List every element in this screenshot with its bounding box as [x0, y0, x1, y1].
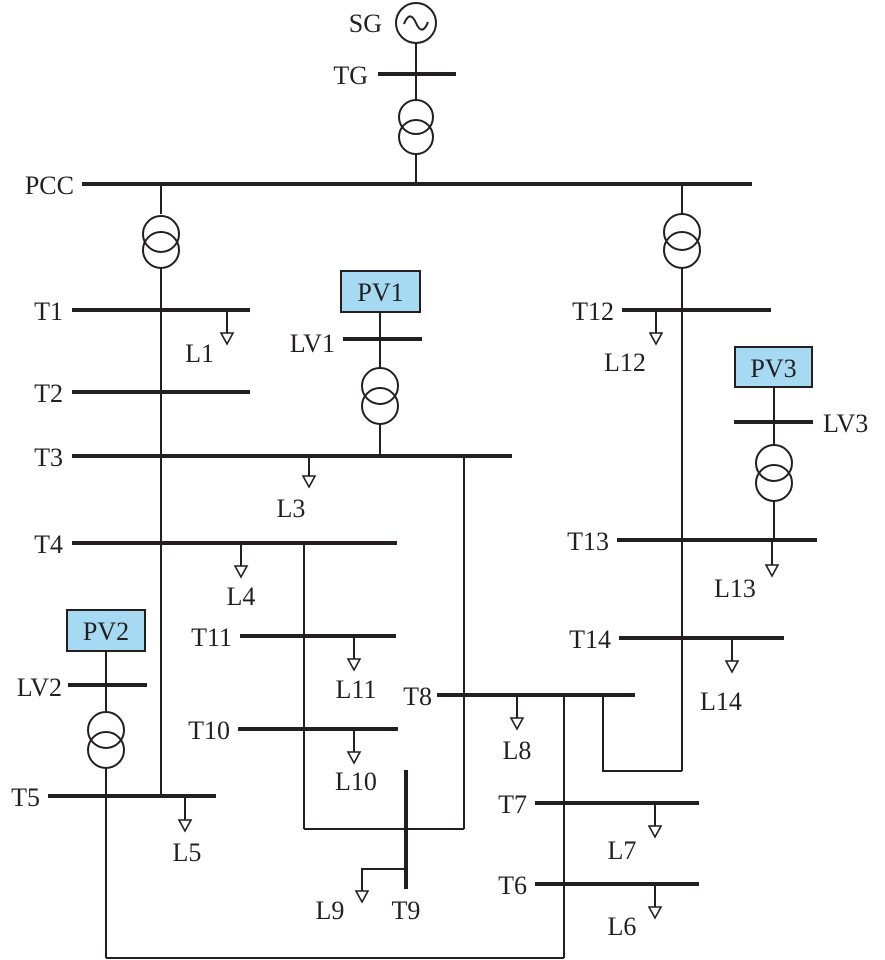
transformer-pcc-t1	[142, 184, 180, 796]
bus-pcc-label: PCC	[25, 171, 74, 200]
load-l6-label: L6	[608, 912, 637, 941]
load-arrow-icon	[177, 819, 193, 833]
transformer-tg-pcc	[398, 74, 434, 184]
pv2-label: PV2	[83, 617, 129, 646]
load-l12-label: L12	[604, 348, 646, 377]
pv3-label: PV3	[750, 354, 796, 383]
bus-t8-label: T8	[403, 682, 432, 711]
load-l14-label: L14	[700, 687, 742, 716]
bus-t9-label: T9	[392, 896, 421, 925]
load-arrow-icon	[219, 332, 235, 346]
bus-t12-label: T12	[572, 297, 614, 326]
load-arrow-icon	[509, 717, 525, 731]
line-t8-t13	[602, 695, 682, 772]
load-arrow-icon	[724, 660, 740, 674]
load-l14	[724, 638, 740, 674]
load-arrow-icon	[354, 890, 370, 904]
load-arrow-icon	[301, 475, 317, 489]
load-l10	[346, 729, 362, 765]
synchronous-generator	[395, 2, 437, 74]
bus-t11-label: T11	[191, 623, 232, 652]
load-l7-label: L7	[608, 836, 637, 865]
bus-t2-label: T2	[34, 379, 63, 408]
load-arrow-icon	[346, 658, 362, 672]
load-arrow-icon	[647, 825, 663, 839]
bus-t3-label: T3	[34, 443, 63, 472]
load-l7	[647, 803, 663, 839]
load-l4	[233, 543, 249, 579]
bus-lv2-label: LV2	[17, 673, 62, 702]
load-l11	[346, 636, 362, 672]
bus-lv3-label: LV3	[823, 409, 868, 438]
load-l5	[177, 796, 193, 833]
load-l11-label: L11	[336, 675, 377, 704]
bus-t1-label: T1	[34, 297, 63, 326]
load-l9-label: L9	[316, 896, 345, 925]
bus-t14-label: T14	[569, 625, 611, 654]
transformer-lv2-t5	[87, 685, 125, 796]
load-l1-label: L1	[185, 339, 214, 368]
load-l13-label: L13	[714, 574, 756, 603]
load-l8	[509, 695, 525, 731]
bus-t13-label: T13	[567, 527, 609, 556]
load-arrow-icon	[346, 751, 362, 765]
pv2-unit	[66, 609, 146, 652]
load-arrow-icon	[648, 332, 664, 346]
bus-t5-label: T5	[11, 783, 40, 812]
bus-lv1-label: LV1	[290, 329, 335, 358]
transformer-pcc-t12	[663, 184, 701, 771]
bus-t4-label: T4	[34, 530, 63, 559]
bus-t10-label: T10	[188, 716, 230, 745]
sine-wave-icon	[403, 15, 429, 31]
pv1-label: PV1	[357, 278, 403, 307]
transformer-lv1-t3	[361, 339, 399, 456]
load-l5-label: L5	[173, 838, 202, 867]
load-l9	[354, 868, 406, 904]
load-l6	[647, 884, 663, 920]
load-l3-label: L3	[277, 494, 306, 523]
bus-tg-label: TG	[333, 61, 368, 90]
load-l1	[219, 310, 235, 346]
load-l4-label: L4	[227, 582, 256, 611]
load-arrow-icon	[233, 565, 249, 579]
transformer-lv3-t13	[755, 422, 793, 540]
bus-t7-label: T7	[498, 790, 527, 819]
load-arrow-icon	[764, 564, 780, 578]
load-l10-label: L10	[335, 767, 377, 796]
load-arrow-icon	[647, 906, 663, 920]
load-l3	[301, 456, 317, 489]
load-l13	[764, 540, 780, 578]
load-l12	[648, 310, 664, 346]
generator-label: SG	[349, 9, 382, 38]
load-l8-label: L8	[503, 736, 532, 765]
bus-t6-label: T6	[498, 871, 527, 900]
